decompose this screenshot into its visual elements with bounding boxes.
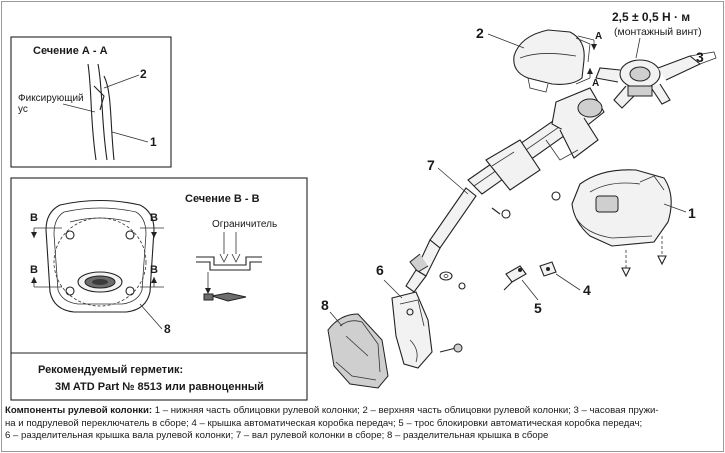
clip-label-line1: Фиксирующий xyxy=(18,93,84,104)
b-mark-top-right: B xyxy=(150,212,158,224)
part-5-shift-lock-cable xyxy=(503,265,527,291)
part-8-partition-cover xyxy=(327,313,389,389)
callout-1: 1 xyxy=(688,205,696,221)
callout-2-section-a: 2 xyxy=(140,67,147,81)
limiter-label: Ограничитель xyxy=(212,219,277,230)
b-mark-top-left: B xyxy=(30,212,38,224)
b-mark-bottom-left: B xyxy=(30,264,38,276)
part-2-upper-cover xyxy=(513,29,591,93)
clip-label-line2: ус xyxy=(18,104,28,115)
components-caption: Компоненты рулевой колонки: 1 – нижняя ч… xyxy=(5,405,721,443)
sealant-heading: Рекомендуемый герметик: xyxy=(38,364,183,376)
part-3-clock-spring-switch xyxy=(595,51,717,109)
torque-note: (монтажный винт) xyxy=(614,26,702,38)
torque-value: 2,5 ± 0,5 Н · м xyxy=(612,10,690,24)
callout-8: 8 xyxy=(321,297,329,313)
caption-line-1: 1 – нижняя часть облицовки рулевой колон… xyxy=(152,405,659,416)
section-a-a-panel: Сечение А - А Фиксирующий ус 2 1 xyxy=(10,36,172,168)
callout-6: 6 xyxy=(376,262,384,278)
caption-line-3: 6 – разделительная крышка вала рулевой к… xyxy=(5,430,549,442)
arrow-mark-a-bottom: A xyxy=(592,78,599,89)
callout-4: 4 xyxy=(583,282,591,298)
caption-title: Компоненты рулевой колонки: xyxy=(5,405,153,416)
part-6-shaft-hole-cover xyxy=(391,291,433,369)
part-4-shift-lock-cover xyxy=(539,261,557,277)
section-a-a-title: Сечение А - А xyxy=(33,45,108,57)
section-b-b-panel: Сечение B - B B B B B 8 xyxy=(10,177,308,401)
arrow-mark-a-top: A xyxy=(595,31,602,42)
section-b-b-title: Сечение B - B xyxy=(185,193,260,205)
b-mark-bottom-right: B xyxy=(150,264,158,276)
part-1-lower-cover xyxy=(571,169,672,278)
callout-5: 5 xyxy=(534,300,542,316)
sealant-spec: 3M ATD Part № 8513 или равноценный xyxy=(55,381,264,393)
part-7-steering-shaft xyxy=(405,87,605,293)
callout-3: 3 xyxy=(696,49,704,65)
callout-8-section-b: 8 xyxy=(164,322,171,336)
callout-2: 2 xyxy=(476,25,484,41)
callout-7: 7 xyxy=(427,157,435,173)
caption-line-2: на и подрулевой переключатель в сборе; 4… xyxy=(5,417,643,429)
callout-1-section-a: 1 xyxy=(150,135,157,149)
